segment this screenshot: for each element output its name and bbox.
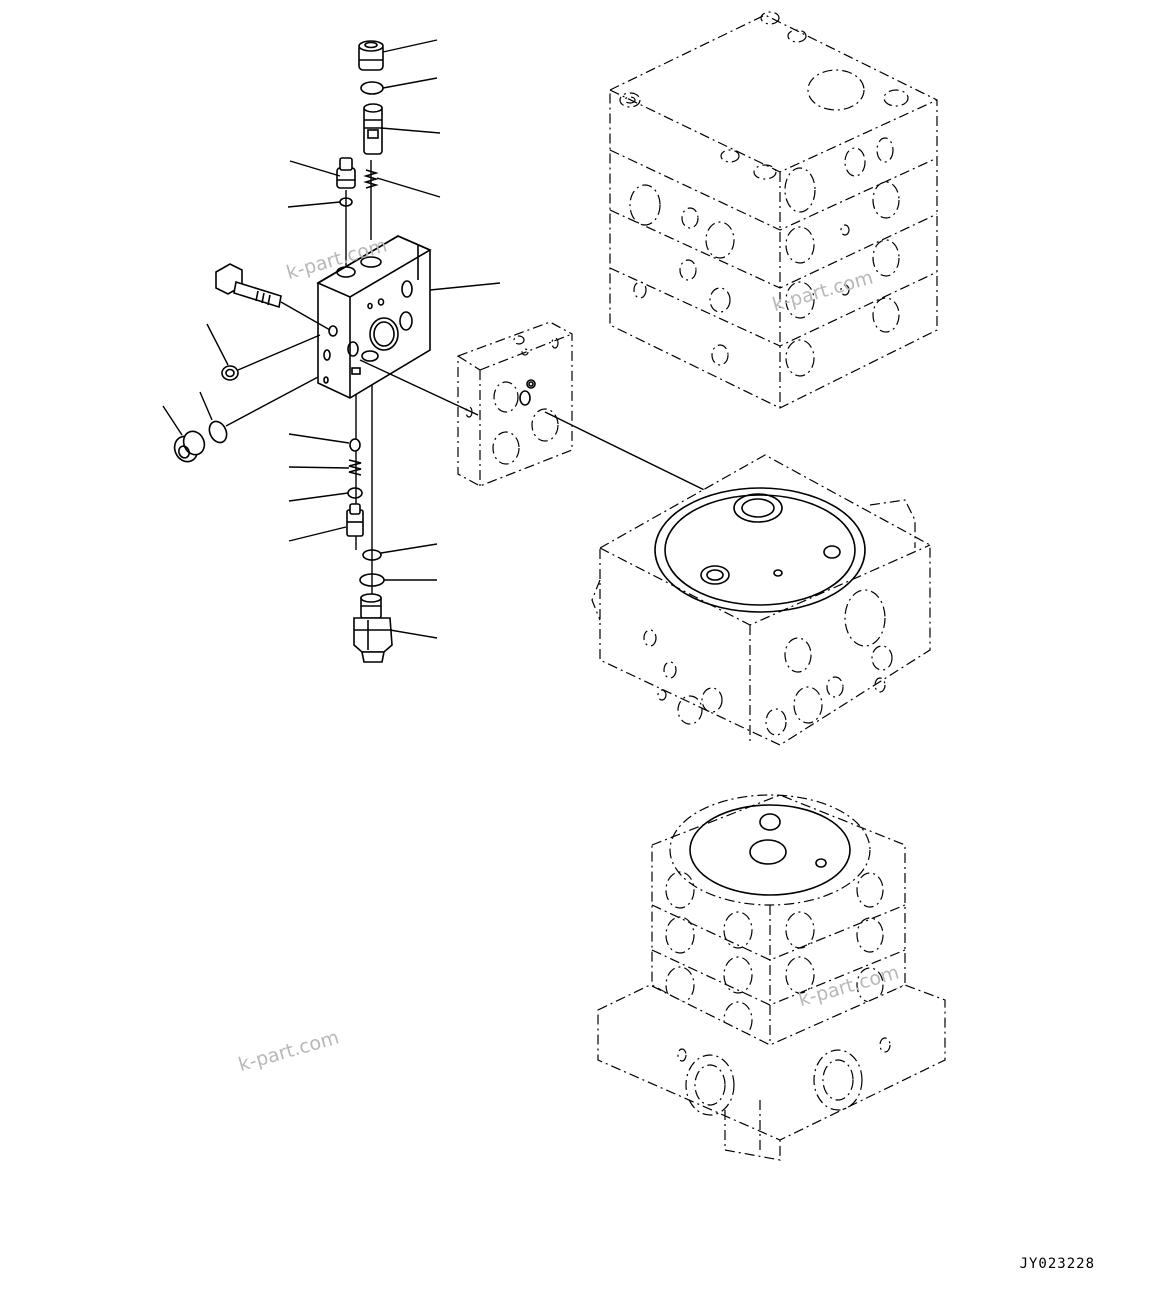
o-ring-part-lower-1 bbox=[362, 549, 382, 561]
plug-part-lower bbox=[346, 503, 364, 537]
valve-block bbox=[316, 235, 432, 399]
gasket-plate bbox=[457, 321, 573, 487]
ring-part-lower bbox=[347, 487, 363, 499]
valve-housing-middle bbox=[591, 454, 931, 746]
valve-section-exploded bbox=[173, 40, 736, 663]
drawing-code-label: JY023228 bbox=[1019, 1256, 1095, 1272]
bolt-part bbox=[215, 263, 331, 331]
spring-part-lower bbox=[348, 459, 362, 476]
valve-assembly-top bbox=[609, 11, 938, 409]
callout-leaders bbox=[162, 39, 501, 639]
o-ring-part bbox=[360, 81, 384, 95]
poppet-part bbox=[363, 103, 383, 155]
small-plug-part bbox=[336, 157, 356, 189]
valve-stack-bottom bbox=[597, 794, 946, 1161]
plug-part-left bbox=[173, 430, 206, 463]
set-screw-part bbox=[221, 334, 321, 381]
spring-part bbox=[363, 169, 379, 189]
ball-part bbox=[349, 438, 361, 452]
relief-valve-part bbox=[353, 593, 393, 663]
o-ring-part-left bbox=[208, 420, 228, 444]
plug-part bbox=[358, 40, 384, 71]
